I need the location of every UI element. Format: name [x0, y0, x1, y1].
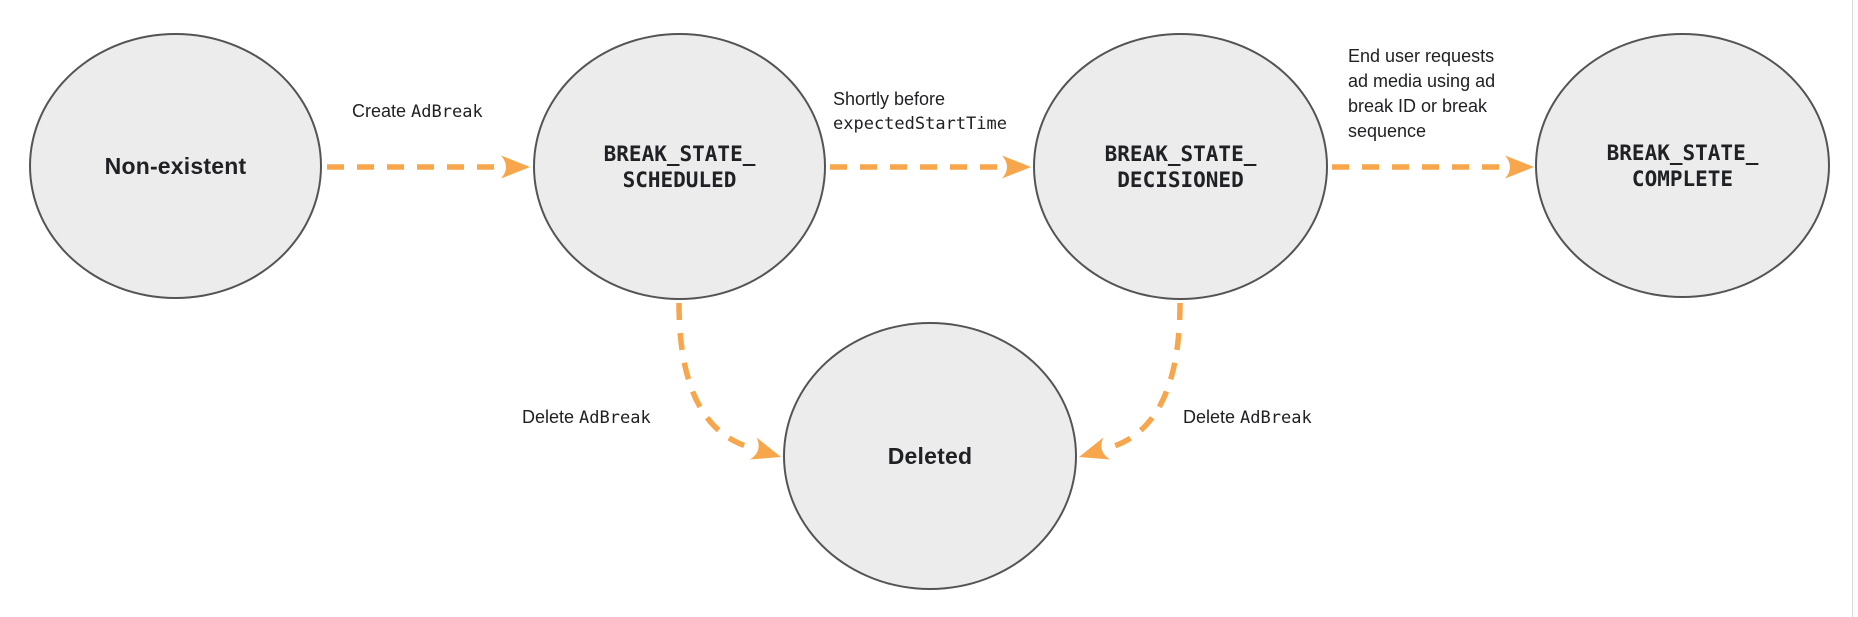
page-edge-strip: [1852, 0, 1858, 617]
edge-delete-adbreak-left: [676, 302, 753, 451]
arrowhead-delete-adbreak-right: [1079, 437, 1111, 460]
state-node-break-state-scheduled: BREAK_STATE_SCHEDULED: [533, 33, 826, 300]
edge-label-end-user-requests: End user requests ad media using ad brea…: [1348, 46, 1496, 141]
state-label-break-state-complete: BREAK_STATE_COMPLETE: [1606, 140, 1759, 191]
arrowhead-shortly-before: [1002, 155, 1031, 179]
state-node-break-state-complete: BREAK_STATE_COMPLETE: [1535, 33, 1830, 298]
edge-label-shortly-before: Shortly before expectedStartTime: [833, 89, 1007, 134]
edge-label-delete-adbreak-left: Delete AdBreak: [522, 407, 651, 428]
edge-delete-adbreak-right: [1107, 302, 1183, 451]
state-label-break-state-scheduled: BREAK_STATE_SCHEDULED: [603, 141, 756, 192]
state-label-non-existent: Non-existent: [104, 152, 247, 179]
state-label-break-state-decisioned: BREAK_STATE_DECISIONED: [1104, 141, 1257, 192]
state-node-deleted: Deleted: [783, 322, 1077, 590]
arrowhead-delete-adbreak-left: [749, 437, 781, 460]
state-label-deleted: Deleted: [887, 442, 973, 469]
edge-label-delete-adbreak-right: Delete AdBreak: [1183, 407, 1312, 428]
edge-label-create-adbreak: Create AdBreak: [352, 101, 483, 122]
arrowhead-create-adbreak: [501, 155, 530, 179]
state-node-non-existent: Non-existent: [29, 33, 322, 299]
arrowhead-end-user-requests: [1505, 155, 1534, 179]
state-node-break-state-decisioned: BREAK_STATE_DECISIONED: [1033, 33, 1328, 300]
